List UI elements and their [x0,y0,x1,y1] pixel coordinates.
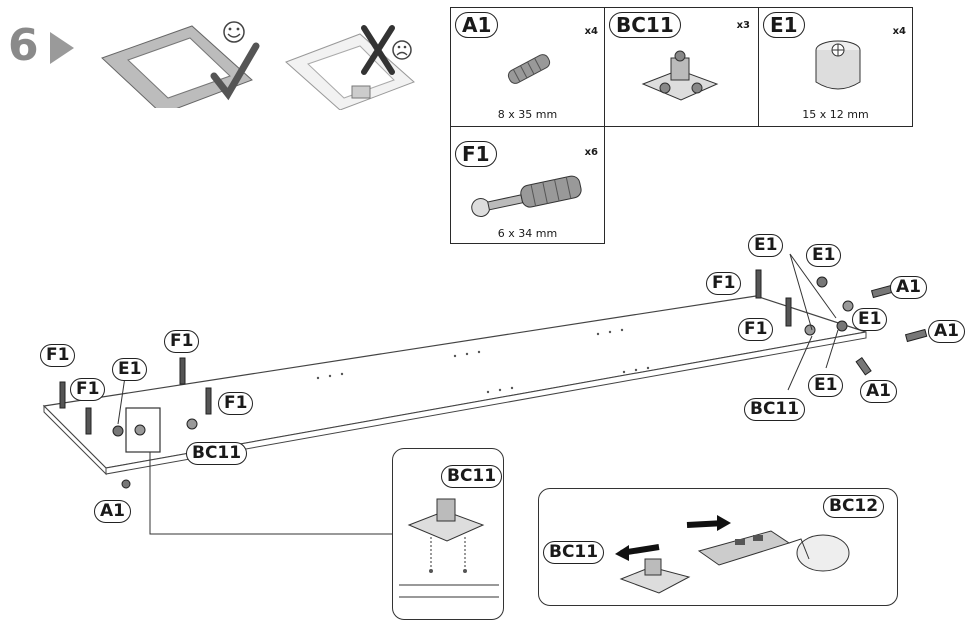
label-bc12: BC12 [823,495,885,518]
label-f1: F1 [164,330,200,353]
dowel-icon [507,54,551,84]
label-f1: F1 [218,392,254,415]
label-bc11: BC11 [744,398,806,421]
label-a1: A1 [94,500,131,523]
label-e1: E1 [806,244,842,267]
hinge-assembly-illustration [615,515,850,594]
part-code: E1 [763,12,805,38]
part-code: BC11 [609,12,681,38]
part-dimension: 8 x 35 mm [497,108,558,121]
correct-surface-illustration [101,21,260,108]
label-f1: F1 [706,272,742,295]
label-f1: F1 [40,344,76,367]
part-dimension: 15 x 12 mm [802,108,869,121]
incorrect-surface-illustration [285,25,415,110]
part-code: F1 [455,141,497,167]
part-cell-a1: A1 x4 8 x 35 mm [450,7,605,127]
part-dimension: 6 x 34 mm [497,227,558,240]
label-e1: E1 [852,308,888,331]
part-qty: x6 [584,147,598,158]
smile-icon [223,21,245,43]
label-a1: A1 [860,380,897,403]
step-arrow-icon [50,32,74,64]
label-f1: F1 [70,378,106,401]
connector-bolt-icon [471,175,582,218]
part-cell-e1: E1 x4 15 x 12 mm [758,7,913,127]
step-number: 6 [8,20,39,71]
hinge-assembly-inset: BC11 BC12 [538,488,898,606]
part-cell-bc11: BC11 x3 [604,7,759,127]
part-qty: x4 [584,26,598,37]
label-f1: F1 [738,318,774,341]
label-bc11: BC11 [543,541,605,564]
label-a1: A1 [928,320,965,343]
label-bc11: BC11 [186,442,248,465]
label-bc11: BC11 [441,465,503,488]
detail-zoom-box: BC11 [392,448,504,620]
part-code: A1 [455,12,499,38]
part-qty: x4 [892,26,906,37]
label-e1: E1 [808,374,844,397]
label-e1: E1 [748,234,784,257]
part-cell-f1: F1 x6 6 x 34 mm [450,126,605,244]
hinge-plate-icon [399,498,499,598]
cam-lock-icon [815,40,861,90]
label-a1: A1 [890,276,927,299]
label-e1: E1 [112,358,148,381]
hinge-plate-icon [641,50,719,101]
part-qty: x3 [736,20,750,31]
board-illustration [42,253,928,535]
frown-icon [392,40,412,60]
